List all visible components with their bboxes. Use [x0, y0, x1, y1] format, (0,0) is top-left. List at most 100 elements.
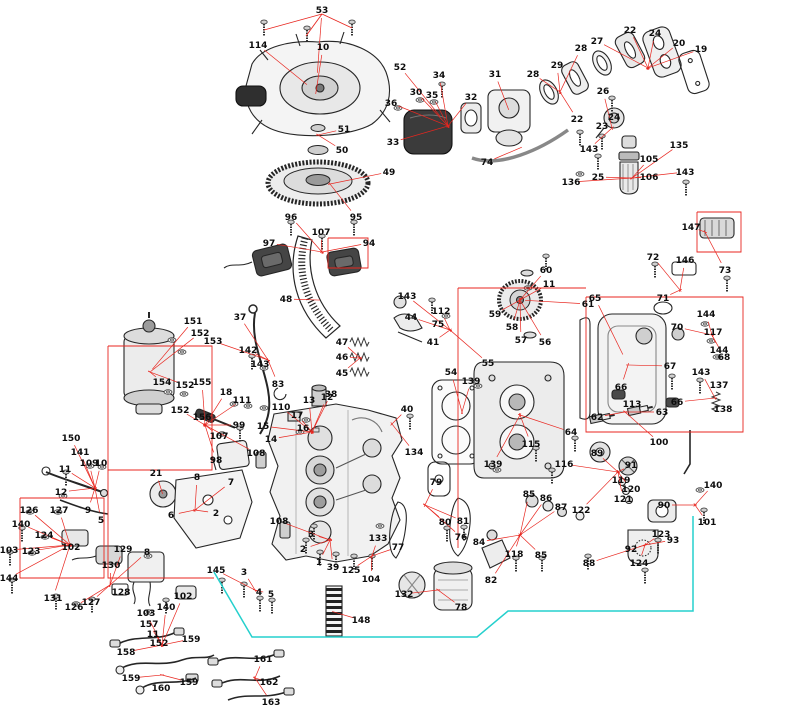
callout-line: [133, 644, 165, 651]
callout-line: [435, 101, 450, 128]
callout-line: [461, 388, 470, 415]
part-number-label: 156: [193, 413, 212, 423]
part-number-label: 159: [122, 674, 141, 684]
callout-line: [633, 37, 650, 70]
callout-line: [518, 298, 542, 336]
part-number-label: 115: [522, 440, 541, 450]
part-number-label: 82: [485, 576, 498, 586]
callout-line: [202, 389, 206, 428]
part-number-label: 32: [465, 93, 478, 103]
callout-line: [16, 544, 72, 550]
part-number-label: 52: [394, 63, 407, 73]
part-number-label: 110: [272, 403, 291, 413]
callout-line: [178, 509, 198, 514]
part-number-label: 31: [489, 70, 502, 80]
part-number-label: 41: [427, 338, 440, 348]
callout-line: [421, 97, 450, 128]
callout-line: [519, 501, 528, 538]
part-number-label: 103: [137, 609, 156, 619]
callout-line: [398, 105, 450, 127]
callout-line: [439, 328, 452, 338]
callout-line: [203, 423, 250, 450]
part-number-label: 85: [523, 490, 536, 500]
part-number-label: 148: [352, 616, 371, 626]
part-number-label: 12: [55, 488, 68, 498]
callout-line: [329, 537, 333, 560]
callout-line: [518, 533, 536, 550]
callout-line: [647, 40, 654, 71]
callout-line: [296, 222, 324, 254]
callout-line: [193, 486, 225, 512]
callout-line: [617, 469, 622, 492]
callout-line: [38, 544, 73, 551]
red-region-outline: [19, 497, 105, 579]
red-region-outline: [585, 296, 744, 433]
callout-line: [159, 674, 182, 681]
part-number-label: 4: [256, 588, 262, 598]
part-number-label: 152: [171, 406, 190, 416]
part-number-label: 153: [204, 337, 223, 347]
part-number-label: 29: [551, 61, 564, 71]
part-number-label: 118: [505, 550, 524, 560]
callout-line: [698, 229, 708, 234]
part-number-label: 45: [336, 369, 349, 379]
part-number-label: 152: [176, 381, 195, 391]
part-number-label: 61: [582, 300, 595, 310]
part-number-label: 37: [234, 313, 247, 323]
part-number-label: 10: [95, 459, 108, 469]
part-number-label: 85: [535, 551, 548, 561]
part-number-label: 18: [220, 388, 233, 398]
part-number-label: 75: [432, 320, 445, 330]
carburetor-intake-drawing: [403, 89, 531, 155]
callout-line: [150, 337, 194, 373]
callout-line: [94, 485, 100, 513]
part-number-label: 88: [583, 559, 596, 569]
part-number-label: 35: [426, 91, 439, 101]
part-number-label: 121: [614, 495, 633, 505]
callout-line: [270, 426, 315, 433]
callout-line: [645, 51, 694, 70]
part-number-label: 143: [251, 360, 270, 370]
part-number-label: 144: [710, 346, 729, 356]
part-number-label: 108: [247, 449, 266, 459]
red-region-outline: [321, 13, 353, 29]
ignition-coil-drawings: [223, 243, 362, 277]
part-number-label: 66: [671, 398, 684, 408]
red-region-outline: [327, 237, 369, 269]
callout-line: [684, 397, 718, 402]
part-number-label: 143: [398, 292, 417, 302]
part-number-label: 158: [117, 648, 136, 658]
part-number-label: 1: [316, 558, 322, 568]
callout-line: [152, 326, 189, 370]
part-number-label: 71: [657, 294, 670, 304]
part-number-label: 151: [184, 317, 203, 327]
part-number-label: 70: [671, 323, 684, 333]
thermostat-pump-drawing: [570, 435, 677, 523]
callout-line: [252, 589, 264, 593]
callout-line: [247, 578, 257, 592]
callout-line: [390, 422, 410, 446]
callout-line: [486, 534, 523, 541]
part-number-label: 83: [272, 380, 285, 390]
part-number-label: 26: [597, 87, 610, 97]
callout-line: [518, 413, 529, 437]
callout-line: [497, 81, 510, 110]
callout-line: [327, 173, 382, 185]
callout-lines-layer: [15, 17, 722, 696]
part-number-label: 107: [312, 228, 331, 238]
callout-line: [452, 379, 463, 415]
callout-line: [517, 414, 564, 430]
red-region-outline: [263, 13, 323, 31]
part-number-label: 24: [649, 29, 662, 39]
callout-line: [80, 583, 112, 604]
part-number-label: 87: [555, 503, 568, 513]
part-number-label: 139: [484, 460, 503, 470]
part-number-label: 33: [387, 138, 400, 148]
part-number-label: 73: [719, 266, 732, 276]
callout-line: [518, 504, 542, 537]
part-number-label: 76: [455, 533, 468, 543]
callout-line: [158, 480, 163, 495]
callout-line: [61, 517, 71, 548]
